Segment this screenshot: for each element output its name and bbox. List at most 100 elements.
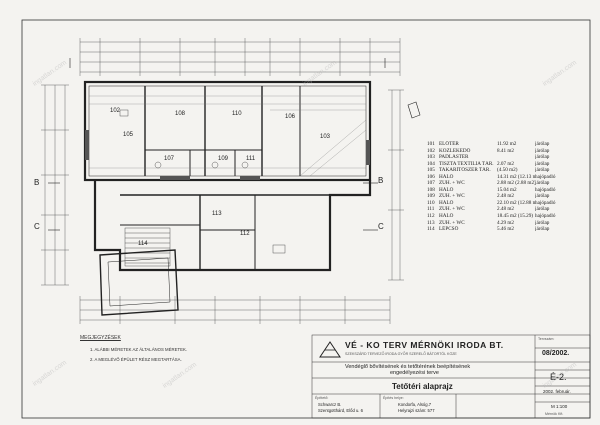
room-area: 22.10 m2 (12.88 m2) xyxy=(497,199,535,206)
plan-label-103: 103 xyxy=(320,134,331,140)
skylight-box xyxy=(99,249,179,316)
room-area: 2.88 m2 (2.88 m2) xyxy=(497,180,535,187)
room-number: 107 xyxy=(427,180,435,187)
room-floor: járólap xyxy=(535,226,550,233)
room-floor: járólap xyxy=(535,154,550,161)
sheet-frame xyxy=(21,19,591,419)
top-dimension-lines xyxy=(79,38,401,76)
room-name: HÁLÓ xyxy=(439,213,454,220)
room-floor: járólap xyxy=(535,193,550,200)
plan-room-numbers: 102 108 110 106 103 112 113 114 105 107 … xyxy=(110,108,331,247)
room-floor: járólap xyxy=(535,167,550,174)
room-number: 114 xyxy=(427,226,435,233)
room-number: 110 xyxy=(427,199,435,206)
plan-label-106: 106 xyxy=(285,114,296,120)
room-name: KÖZLEKEDŐ xyxy=(439,147,471,154)
right-dimension-lines xyxy=(388,89,404,281)
owner-address: Szentgotthárd, Előd u. 6 xyxy=(318,408,363,413)
section-marker-b-right: B xyxy=(378,176,384,185)
firm-subtitle: SZEKSZÁRD TERVEZŐ IRODA GYŐR SZERELŐ BÁT… xyxy=(345,352,457,356)
room-number: 113 xyxy=(427,219,435,226)
room-name: ZUH. + WC xyxy=(439,193,465,200)
sheet-number: 08/2002. xyxy=(542,350,570,357)
plan-label-102: 102 xyxy=(110,108,121,114)
room-floor: járólap xyxy=(535,206,550,213)
room-area: 18.45 m2 (15.29) xyxy=(497,213,534,220)
room-area: 11.92 m2 xyxy=(497,141,517,147)
room-floor: járólap xyxy=(535,180,550,187)
room-floor: járólap xyxy=(535,141,550,147)
plan-label-111: 111 xyxy=(246,156,256,162)
room-row: 103 PADLÁSTÉR járólap xyxy=(427,154,595,161)
room-area: (4.50 m2) xyxy=(497,167,518,174)
project-description-1: Vendéglő bővítésének és tetőtérének beép… xyxy=(345,364,471,370)
section-marker-c-left: C xyxy=(34,222,40,231)
room-name: HÁLÓ xyxy=(439,173,454,180)
room-floor: hajópadló xyxy=(535,213,556,220)
room-area: 2.48 m2 xyxy=(497,206,515,213)
fixtures xyxy=(119,109,286,254)
section-lines xyxy=(48,58,386,231)
room-number: 103 xyxy=(427,154,435,161)
section-marker-b-left: B xyxy=(34,178,40,187)
sheet-no-label: Tervszám: xyxy=(538,337,555,341)
room-number: 109 xyxy=(427,193,435,200)
bottom-dimension-lines xyxy=(79,296,391,324)
room-number: 108 xyxy=(427,186,435,193)
room-number: 102 xyxy=(427,147,435,154)
notes-title: MEGJEGYZÉSEK xyxy=(80,335,121,341)
room-name: HÁLÓ xyxy=(439,199,454,206)
room-number: 111 xyxy=(427,206,435,213)
signature: Mérnök Kft. xyxy=(545,412,564,416)
room-area: 15.04 m2 xyxy=(497,186,517,193)
room-floor: hajópadló xyxy=(535,173,556,180)
room-number: 106 xyxy=(427,173,435,180)
title-block-frame xyxy=(311,334,591,419)
room-area: 2.07 m2 xyxy=(497,160,515,167)
plan-label-109: 109 xyxy=(218,156,229,162)
drawing-date: 2002. február. xyxy=(543,389,571,394)
firm-name: VÉ - KO TERV MÉRNÖKI IRODA BT. xyxy=(345,340,504,350)
drawing-title: Tetőtéri alaprajz xyxy=(392,382,453,391)
room-floor: járólap xyxy=(535,147,550,154)
note-line-2: 2. A MEGLÉVŐ ÉPÜLET RÉSZ MEGTARTÁSA. xyxy=(90,357,182,362)
owner-label: Építtető: xyxy=(315,396,329,400)
room-row: 106 HÁLÓ 14.31 m2 (12.13 m2)hajópadló xyxy=(427,174,595,181)
owner-name: Schwarcz B. xyxy=(318,402,342,407)
roof-slope-lines xyxy=(89,95,367,177)
staircase xyxy=(124,227,171,267)
north-arrow xyxy=(407,101,421,119)
drawing-number: É-2. xyxy=(550,372,567,382)
room-area: 2.48 m2 xyxy=(497,193,515,200)
plan-label-113: 113 xyxy=(212,211,222,217)
room-area: 14.31 m2 (12.13 m2) xyxy=(497,173,535,180)
plan-label-107: 107 xyxy=(164,156,175,162)
left-dimension-lines xyxy=(41,84,69,286)
room-area: 5.46 m2 xyxy=(497,226,515,233)
room-name: PADLÁSTÉR xyxy=(439,154,469,161)
drawing-scale: M 1:100 xyxy=(551,404,568,409)
plan-label-114: 114 xyxy=(138,241,148,247)
room-area: 4.29 m2 xyxy=(497,219,515,226)
room-name: TAKARÍTÓSZER TÁR. xyxy=(439,167,491,174)
section-marker-c-right: C xyxy=(378,222,384,231)
room-floor: hajópadló xyxy=(535,186,556,193)
plan-label-112: 112 xyxy=(240,231,250,237)
site-address: Kondorfa, Alsóg.7 xyxy=(398,402,432,407)
room-name: ZUH. + WC xyxy=(439,219,465,226)
plan-label-105: 105 xyxy=(123,132,134,138)
firm-logo xyxy=(319,341,341,358)
room-area: 8.41 m2 xyxy=(497,147,515,154)
room-floor: járólap xyxy=(535,160,550,167)
